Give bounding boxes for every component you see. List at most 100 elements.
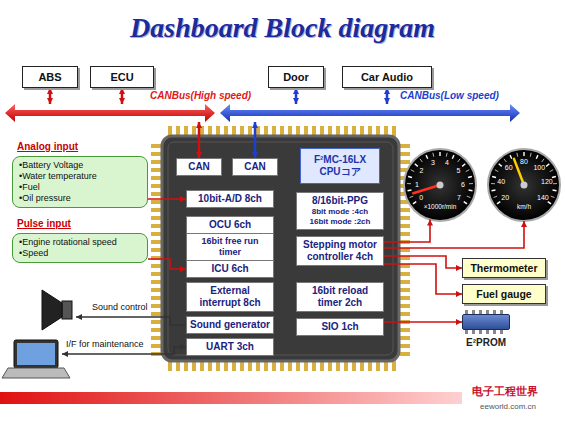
ecu-box: ABS	[22, 66, 78, 88]
box-label: CAN	[188, 161, 210, 173]
bullet-item: •Fuel	[19, 182, 141, 193]
dial-unit: km/h	[517, 203, 531, 211]
peripheral-block: Stepping motor controller 4ch	[296, 236, 384, 266]
dial-number: 5	[457, 167, 461, 175]
box-label: Fuel gauge	[476, 288, 531, 300]
speedometer-dial	[488, 149, 560, 221]
bus-label: CANBus(High speed)	[150, 90, 251, 101]
peripheral-block: Sound generator	[186, 316, 274, 334]
tachometer: 0123 4567×1000r/min	[404, 149, 476, 221]
dial-number: 6	[461, 181, 465, 189]
box-label: 16bit mode :2ch	[310, 217, 371, 227]
box-label: 8/16bit-PPG	[312, 195, 368, 207]
box-label: Thermometer	[470, 262, 537, 274]
peripheral-block: 16bit free run timer	[186, 233, 274, 261]
dial-number: 3	[431, 159, 435, 167]
peripheral-block: 8/16bit-PPG8bit mode :4ch16bit mode :2ch	[296, 192, 384, 230]
box-label: Door	[283, 71, 309, 83]
signal-connector	[49, 88, 52, 104]
dial-number: 120	[541, 178, 553, 186]
box-label: OCU 6ch	[209, 219, 251, 231]
dial-number: 40	[497, 178, 505, 186]
can-bus: CANBus(High speed)	[5, 104, 215, 122]
peripheral-block: 10bit-A/D 8ch	[186, 190, 274, 208]
output-box: Fuel gauge	[462, 284, 546, 304]
needle-hub	[521, 182, 528, 189]
tachometer-dial	[404, 149, 476, 221]
peripheral-block: SIO 1ch	[296, 318, 384, 336]
dial-number: 4	[445, 159, 449, 167]
box-label: E²PROM	[466, 337, 506, 348]
box-label: F²MC-16LX CPUコア	[304, 154, 376, 178]
bullet-item: •Oil pressure	[19, 193, 141, 204]
speedometer: 20 4060 80 100 120 140 km/h	[488, 149, 560, 221]
bullet-item: •Water temperature	[19, 171, 141, 182]
input-group-box: Pulse input•Engine rotational speed•Spee…	[12, 233, 148, 263]
bullet-item: •Speed	[19, 248, 141, 259]
signal-connector	[148, 198, 186, 200]
dial-number: 1	[415, 181, 419, 189]
signal-connector	[384, 321, 462, 323]
peripheral-block: OCU 6ch	[186, 216, 274, 234]
group-heading: Pulse input	[17, 218, 71, 229]
laptop-screen	[14, 340, 58, 368]
signal-connector	[254, 122, 257, 158]
dial-number: 7	[457, 194, 461, 202]
box-label: UART 3ch	[206, 341, 254, 353]
dial-number: 100	[533, 164, 545, 172]
dial-number: 80	[520, 158, 528, 166]
signal-connector	[121, 88, 124, 104]
speaker-body	[62, 301, 72, 319]
dial-number: 60	[505, 164, 513, 172]
peripheral-block: ICU 6ch	[186, 260, 274, 278]
speaker-cone	[42, 290, 62, 330]
box-label: 10bit-A/D 8ch	[198, 193, 262, 205]
watermark: eeworld.com.cn	[480, 402, 536, 411]
can-bus-bar	[5, 104, 215, 122]
dial-ticks	[407, 152, 557, 204]
dial-number: 2	[420, 167, 424, 175]
dial-number: 20	[501, 194, 509, 202]
signal-label: I/F for maintenance	[66, 339, 144, 349]
box-label: SIO 1ch	[321, 321, 358, 333]
box-label: 16bit reload timer 2ch	[300, 285, 380, 309]
box-label: Car Audio	[361, 71, 413, 83]
laptop-display	[17, 343, 55, 365]
eeprom-chip: E²PROM	[462, 314, 510, 330]
signal-connector	[198, 122, 201, 158]
box-label: ECU	[110, 71, 133, 83]
group-heading: Analog input	[17, 141, 78, 152]
box-label: 16bit free run timer	[190, 236, 270, 258]
box-label: CAN	[244, 161, 266, 173]
signal-connector	[295, 88, 298, 104]
ecu-box: Car Audio	[342, 66, 432, 88]
signal-connector	[148, 259, 186, 269]
bus-label: CANBus(Low speed)	[400, 90, 499, 101]
peripheral-block: 16bit reload timer 2ch	[296, 282, 384, 312]
peripheral-block: CAN	[232, 158, 278, 176]
mcu-chip	[162, 136, 399, 361]
signal-connector	[386, 88, 389, 104]
watermark: 电子工程世界	[472, 384, 538, 399]
sound-wire	[76, 317, 186, 325]
needle-hub	[437, 182, 444, 189]
dial-number: 0	[419, 194, 423, 202]
footer-band	[0, 392, 462, 404]
input-group-box: Analog input•Battery Voltage•Water tempe…	[12, 156, 148, 208]
output-box: Thermometer	[462, 258, 546, 278]
laptop-base	[2, 368, 70, 378]
signal-label: Sound control	[92, 302, 148, 312]
peripheral-block: UART 3ch	[186, 338, 274, 356]
cpu-core-block: F²MC-16LX CPUコア	[300, 148, 380, 184]
signal-connector	[384, 256, 462, 268]
bullet-item: •Engine rotational speed	[19, 237, 141, 248]
chip-pins	[151, 126, 410, 371]
box-label: External interrupt 8ch	[190, 285, 270, 309]
dial-unit: ×1000r/min	[424, 203, 457, 211]
signal-connector	[384, 264, 462, 294]
peripheral-block: CAN	[176, 158, 222, 176]
dial-number: 140	[537, 194, 549, 202]
